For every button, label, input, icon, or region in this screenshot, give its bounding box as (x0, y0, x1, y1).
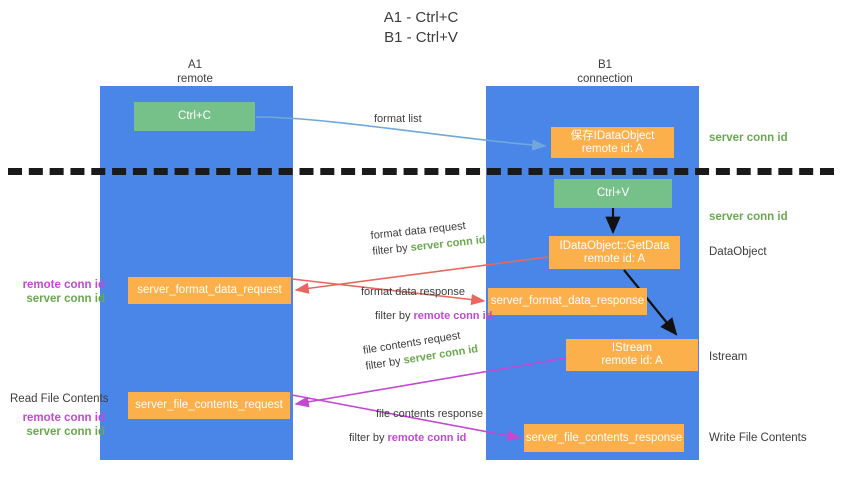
edge-label-format-list-text: format list (374, 113, 422, 125)
title-line-1: A1 - Ctrl+C (383, 9, 459, 26)
edge-label-format-data-response: format data response filter by remote co… (361, 285, 492, 323)
box-istream[interactable]: IStream remote id: A (566, 339, 698, 371)
box-ctrl-v[interactable]: Ctrl+V (554, 179, 672, 208)
label-conn-ids-upper: remote conn id server conn id (10, 278, 105, 306)
box-server-file-contents-request[interactable]: server_file_contents_request (128, 392, 290, 419)
box-server-file-contents-response-label: server_file_contents_response (525, 431, 683, 444)
label-remote-conn-id-lower: remote conn id (22, 412, 105, 424)
label-read-file-contents: Read File Contents (10, 393, 109, 405)
box-server-file-contents-request-label: server_file_contents_request (135, 399, 283, 411)
edge-label-format-data-response-text: format data response (361, 286, 465, 298)
label-istream: Istream (709, 351, 748, 363)
lane-header-b1: B1 connection (525, 58, 685, 86)
box-server-file-contents-response[interactable]: server_file_contents_response (524, 424, 684, 452)
lane-header-b1-subtitle: connection (577, 73, 633, 85)
box-ctrl-v-label: Ctrl+V (596, 187, 630, 199)
box-ctrl-c[interactable]: Ctrl+C (134, 102, 255, 131)
box-save-idataobject-label: 保存IDataObject (570, 129, 655, 142)
filter-prefix: filter by (375, 310, 414, 322)
title-line-2: B1 - Ctrl+V (384, 29, 458, 46)
box-istream-label: IStream (611, 342, 653, 354)
phase-divider (8, 168, 834, 175)
label-server-conn-id-upper: server conn id (26, 293, 105, 305)
box-idataobject-getdata-label: IDataObject::GetData (559, 239, 670, 252)
lane-header-a1-subtitle: remote (177, 73, 213, 85)
page-title: A1 - Ctrl+C B1 - Ctrl+V (0, 8, 842, 48)
connector-format-list (255, 116, 547, 151)
edge-label-format-data-response-filter: filter by remote conn id (375, 309, 492, 323)
label-dataobject: DataObject (709, 246, 767, 258)
box-idataobject-getdata-sub: remote id: A (583, 252, 646, 265)
filter-prefix: filter by (349, 432, 388, 444)
label-server-conn-id-mid: server conn id (709, 211, 788, 223)
edge-label-file-contents-response-text: file contents response (376, 408, 484, 420)
box-server-format-data-response[interactable]: server_format_data_response (488, 288, 647, 315)
connector-format-data-response (291, 278, 486, 306)
box-idataobject-getdata[interactable]: IDataObject::GetData remote id: A (549, 236, 680, 269)
box-server-format-data-response-label: server_format_data_response (490, 295, 645, 307)
box-server-format-data-request-label: server_format_data_request (137, 284, 282, 296)
label-server-conn-id-top: server conn id (709, 132, 788, 144)
box-istream-sub: remote id: A (601, 355, 663, 367)
connector-getdata-to-istream (623, 269, 678, 336)
label-write-file-contents: Write File Contents (709, 432, 807, 444)
connector-file-contents-request (294, 357, 567, 408)
lane-header-a1: A1 remote (115, 58, 275, 86)
edge-label-format-list: format list (374, 112, 422, 126)
box-ctrl-c-label: Ctrl+C (178, 110, 211, 122)
filter-value: remote conn id (413, 310, 493, 322)
filter-prefix: filter by (371, 241, 412, 258)
box-server-format-data-request[interactable]: server_format_data_request (128, 277, 291, 304)
box-save-idataobject-sub: remote id: A (581, 142, 644, 155)
label-conn-ids-lower: remote conn id server conn id (10, 411, 105, 439)
connector-file-contents-response (291, 394, 522, 442)
lane-header-b1-name: B1 (597, 59, 613, 71)
filter-value: remote conn id (387, 432, 467, 444)
label-server-conn-id-lower: server conn id (26, 426, 105, 438)
edge-label-file-contents-response: file contents response filter by remote … (349, 407, 484, 445)
lane-header-a1-name: A1 (187, 59, 203, 71)
edge-label-file-contents-response-filter: filter by remote conn id (349, 431, 483, 445)
label-remote-conn-id-upper: remote conn id (22, 279, 105, 291)
box-save-idataobject[interactable]: 保存IDataObject remote id: A (551, 127, 674, 158)
